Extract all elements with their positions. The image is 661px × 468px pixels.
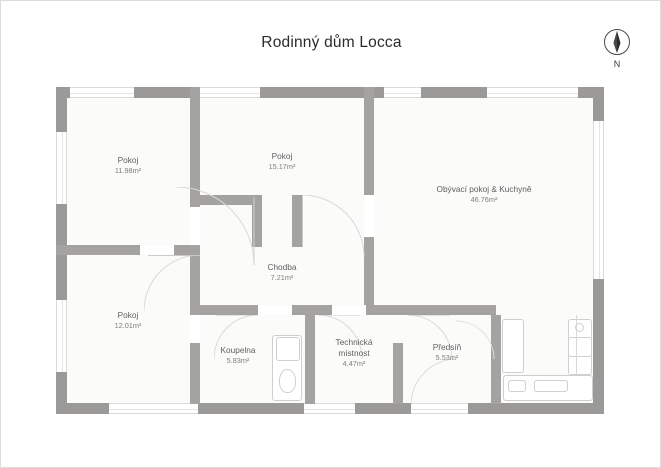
interior-wall-h1b [174,245,200,255]
door-technicka [318,315,364,361]
exterior-wall-right-seg2 [593,279,604,414]
kitchen-sink-icon [534,380,568,392]
compass-ring [604,29,630,55]
window-top-2 [196,87,260,98]
interior-wall-h2 [200,195,262,205]
door-predsin-to-obyvaci [456,317,496,361]
exterior-wall-left-seg1 [56,87,67,132]
room-fill-technicka [315,315,393,404]
kitchen-hob-icon [508,380,526,392]
interior-wall-v5b [364,237,374,305]
exterior-wall-bottom-seg3 [468,403,604,414]
exterior-wall-left-seg3 [56,372,67,414]
door-pokoj-sw-to-chodba [144,255,202,313]
interior-wall-v8 [491,315,501,404]
interior-wall-v6 [305,315,315,404]
window-top-3 [384,87,421,98]
toilet-icon [279,369,296,393]
exterior-wall-bottom-seg2 [355,403,411,414]
interior-wall-v5 [364,87,374,195]
interior-wall-v4 [292,195,302,247]
interior-wall-v2b [190,343,200,404]
door-koupelna [214,315,260,361]
interior-wall-h3c [366,305,496,315]
door-entry-swing [411,359,463,407]
exterior-wall-top-right [578,87,604,98]
interior-wall-h3b [292,305,332,315]
window-top-1 [70,87,134,98]
shower-tray-icon [276,337,300,361]
window-top-4 [487,87,578,98]
exterior-wall-right-seg1 [593,87,604,121]
interior-wall-h1 [56,245,140,255]
exterior-wall-bottom-left [56,403,109,414]
door-entry-bottom [411,403,468,414]
window-bottom-2 [304,403,355,414]
interior-wall-v1 [190,87,200,207]
room-fill-pokoj-nw [66,97,190,245]
window-left-1 [56,132,67,204]
exterior-wall-top-seg2 [260,87,384,98]
kitchen-wall-line [576,315,577,375]
room-fill-pokoj-sw [66,255,190,404]
interior-wall-v3 [252,195,262,247]
door-pokoj-n-to-chodba [176,187,256,267]
floorplan-drawing: Pokoj 11.98m² Pokoj 15.17m² Obývací poko… [56,87,604,414]
window-left-2 [56,300,67,372]
interior-wall-v7 [393,343,403,404]
compass-rose: N [601,29,641,77]
interior-wall-v2 [190,255,200,315]
door-chodba-to-obyvaci [302,195,366,259]
wardrobe-icon [502,319,524,373]
room-fill-chodba [200,205,364,305]
kitchen-cabinet-lower-icon [568,337,592,357]
interior-wall-h3 [200,305,258,315]
window-right-1 [593,121,604,279]
door-predsin-to-chodba [408,315,454,361]
window-bottom-1 [109,403,198,414]
compass-north-label: N [613,59,621,69]
exterior-wall-bottom-seg1 [198,403,304,414]
exterior-wall-top-seg3 [421,87,487,98]
page-title: Rodinný dům Locca [261,34,402,51]
compass-needle-icon [604,29,630,55]
exterior-wall-top-seg1 [134,87,196,98]
kitchen-knob-icon [575,323,584,332]
